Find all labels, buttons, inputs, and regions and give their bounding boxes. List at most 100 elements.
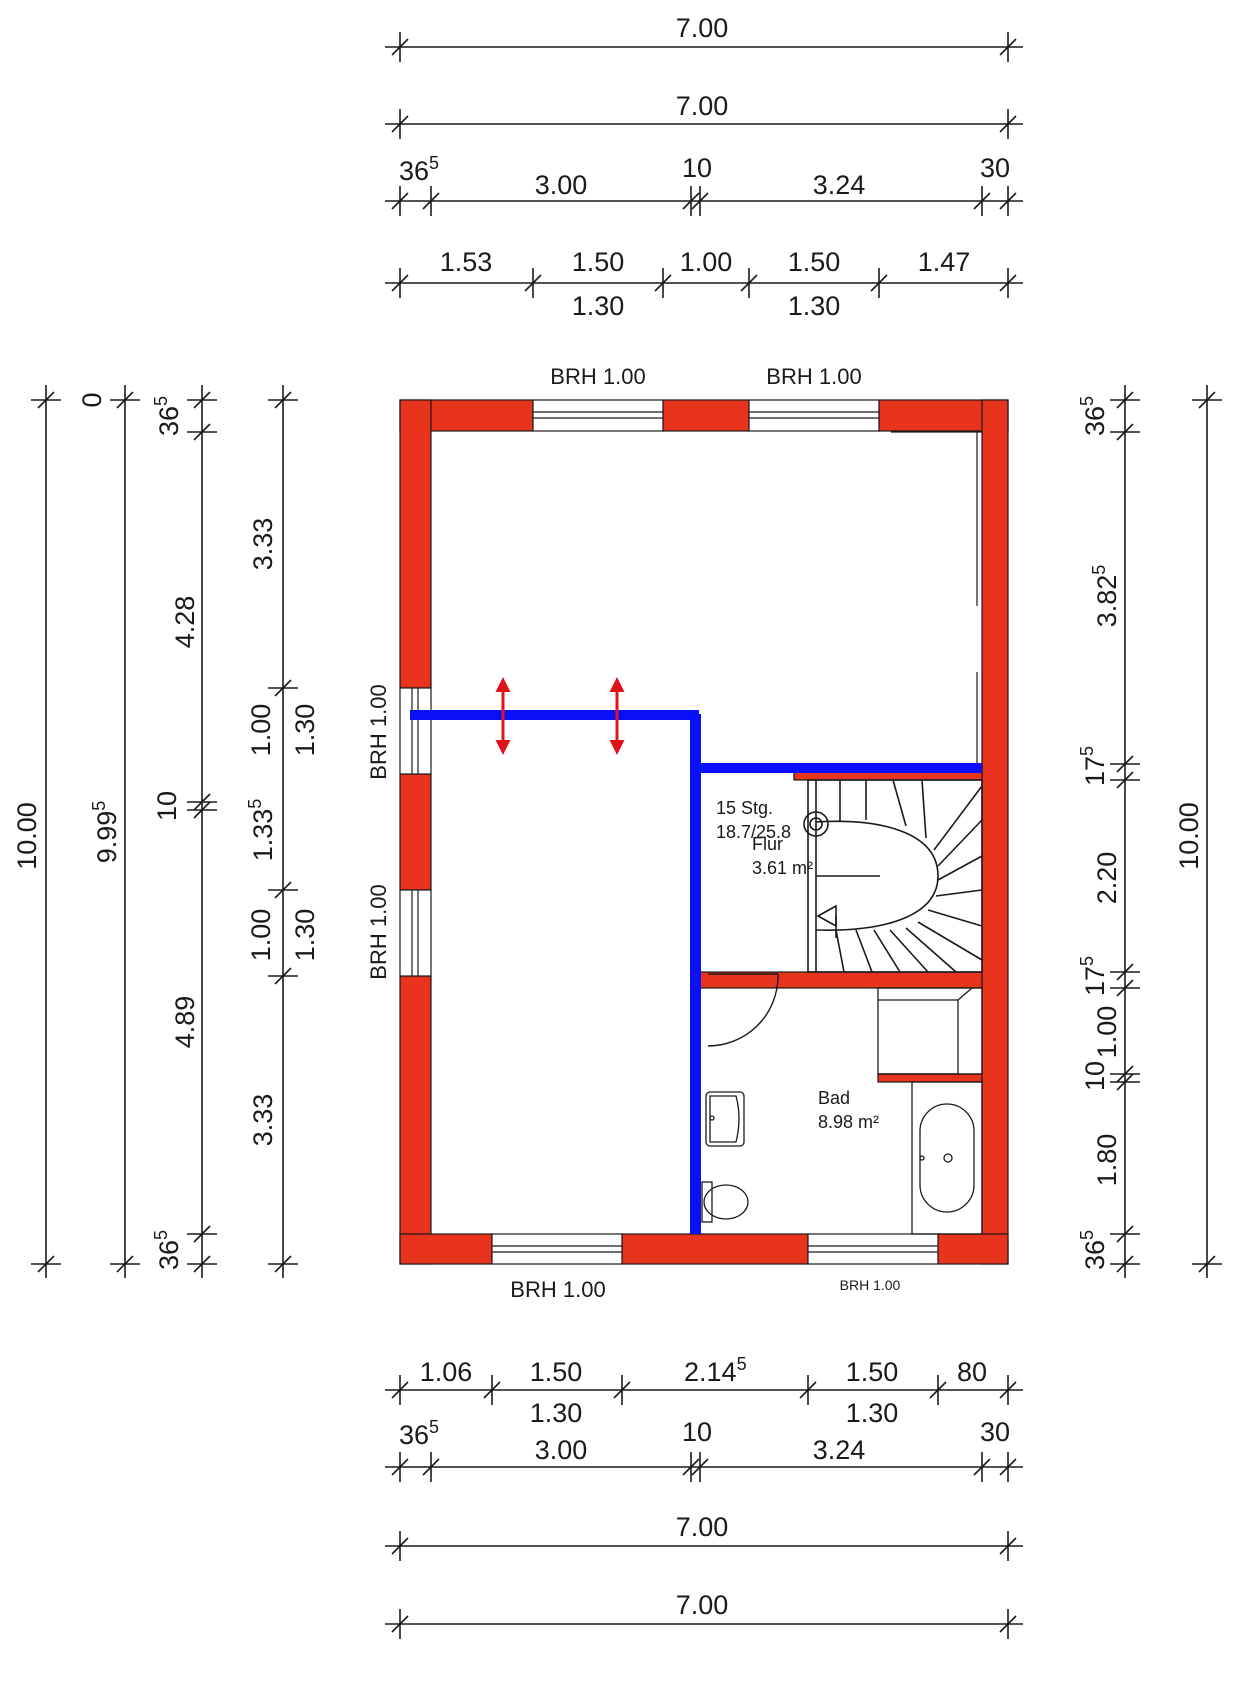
dim-bottom-room-right: 3.24	[813, 1435, 866, 1465]
dim-right-wall-stair-top: 175	[1077, 746, 1110, 786]
dim-right-wall-stair-bottom: 175	[1077, 956, 1110, 996]
dim-right-wall-top: 365	[1077, 396, 1110, 436]
dim-left-seg-1: 3.33	[248, 518, 278, 571]
wall-right	[981, 399, 1009, 1265]
dim-right-total: 10.00	[1174, 802, 1204, 870]
dim-top-seg-1: 1.53	[440, 247, 493, 277]
window-bottom-left	[491, 1233, 623, 1265]
shower-tray	[877, 987, 983, 1075]
dim-left-seg-3: 1.335	[245, 799, 278, 862]
wall-bottom-3	[937, 1233, 1009, 1265]
top-dimension-chains	[385, 32, 1023, 298]
dim-bottom-total-2: 7.00	[676, 1590, 729, 1620]
right-dimension-labels: 365 3.825 175 2.20 175 1.00 10 1.80 365 …	[1077, 396, 1204, 1270]
dim-right-room-top: 3.825	[1089, 565, 1122, 628]
wall-shift-arrows	[495, 677, 625, 755]
stair-steps-label: 15 Stg.	[716, 798, 773, 818]
window-label-top-left: BRH 1.00	[550, 364, 645, 389]
room-area-flur: 3.61 m²	[752, 858, 813, 878]
dim-top-room-left: 3.00	[535, 170, 588, 200]
dim-bottom-window-1-width: 1.50	[530, 1357, 583, 1387]
new-walls	[410, 710, 982, 1234]
dim-left-seg-5: 3.33	[248, 1094, 278, 1147]
left-dimension-labels: 10.00 0 9.995 365 4.28 10 4.89 365 3.33 …	[12, 392, 320, 1270]
dim-bottom-inner-wall: 10	[682, 1417, 712, 1447]
walls	[399, 399, 1009, 1265]
dim-bottom-wall-left: 365	[399, 1417, 439, 1450]
dim-bottom-total-1: 7.00	[676, 1512, 729, 1542]
dim-left-window-1-height: 1.30	[290, 704, 320, 757]
window-left-lower	[399, 889, 432, 977]
dim-left-window-2-height: 1.30	[290, 909, 320, 962]
window-left-upper	[399, 687, 432, 775]
bottom-dimension-labels: 1.06 1.50 1.30 2.145 1.50 1.30 80 365 3.…	[399, 1354, 1010, 1620]
left-dimension-chains	[31, 385, 298, 1278]
dim-left-wall-top: 365	[151, 396, 184, 436]
window-label-bottom-left: BRH 1.00	[510, 1277, 605, 1302]
dim-left-total: 10.00	[12, 802, 42, 870]
window-top-right	[748, 399, 880, 432]
wall-bottom-2	[621, 1233, 809, 1265]
dim-right-stair: 2.20	[1092, 852, 1122, 905]
dim-top-room-right: 3.24	[813, 170, 866, 200]
dim-bottom-seg-5: 80	[957, 1357, 987, 1387]
room-area-bad: 8.98 m²	[818, 1112, 879, 1132]
dim-left-height: 9.995	[89, 801, 122, 864]
dim-top-window-2-height: 1.30	[788, 291, 841, 321]
dim-top-total-2: 7.00	[676, 91, 729, 121]
window-bottom-right	[807, 1233, 939, 1265]
dim-left-wall-bottom: 365	[151, 1230, 184, 1270]
right-dimension-chains	[1110, 385, 1222, 1278]
dim-top-wall-left: 365	[399, 153, 439, 186]
dim-bottom-window-2-height: 1.30	[846, 1398, 899, 1428]
window-label-left-lower: BRH 1.00	[366, 884, 391, 979]
wall-shower	[877, 1073, 983, 1083]
staircase	[803, 779, 983, 973]
dim-top-inner-wall: 10	[682, 153, 712, 183]
dim-right-wall-bottom: 365	[1077, 1230, 1110, 1270]
dim-left-zero: 0	[77, 392, 107, 407]
bathtub	[911, 1081, 983, 1235]
room-name-flur: Flur	[752, 834, 783, 854]
dim-top-wall-right: 30	[980, 153, 1010, 183]
dim-bottom-window-1-height: 1.30	[530, 1398, 583, 1428]
wall-left-3	[399, 975, 432, 1265]
right-interior-lines	[891, 431, 982, 764]
window-labels: BRH 1.00 BRH 1.00 BRH 1.00 BRH 1.00 BRH …	[366, 364, 901, 1302]
dim-right-shower: 1.00	[1092, 1006, 1122, 1059]
dim-left-window-1-width: 1.00	[246, 704, 276, 757]
dim-bottom-window-2-width: 1.50	[846, 1357, 899, 1387]
wall-bottom-1	[399, 1233, 493, 1265]
window-label-top-right: BRH 1.00	[766, 364, 861, 389]
new-wall-vertical	[690, 714, 701, 1234]
window-label-left-upper: BRH 1.00	[366, 684, 391, 779]
dim-top-seg-3: 1.00	[680, 247, 733, 277]
dim-bottom-seg-3: 2.145	[684, 1354, 747, 1387]
dim-top-window-1-width: 1.50	[572, 247, 625, 277]
dim-bottom-seg-1: 1.06	[420, 1357, 473, 1387]
room-labels: 15 Stg. 18.7/25.8 Flur 3.61 m² Bad 8.98 …	[716, 798, 879, 1132]
bathroom-door	[707, 973, 779, 1047]
dim-left-window-2-width: 1.00	[246, 909, 276, 962]
stair-ratio-label: 18.7/25.8	[716, 822, 791, 842]
bottom-dimension-chains	[385, 1375, 1023, 1639]
wall-left-1	[399, 399, 432, 689]
wall-top-2	[662, 399, 750, 432]
dim-right-inner-wall: 10	[1080, 1061, 1110, 1091]
dim-top-total-1: 7.00	[676, 13, 729, 43]
dim-top-window-2-width: 1.50	[788, 247, 841, 277]
top-dimension-labels: 7.00 7.00 365 3.00 10 3.24 30 1.53 1.50 …	[399, 13, 1010, 321]
window-top-left	[532, 399, 664, 432]
dim-left-room-top: 4.28	[170, 596, 200, 649]
dim-bottom-room-left: 3.00	[535, 1435, 588, 1465]
dim-bottom-wall-right: 30	[980, 1417, 1010, 1447]
washbasin	[705, 1091, 745, 1147]
toilet	[701, 1181, 749, 1223]
dim-top-window-1-height: 1.30	[572, 291, 625, 321]
new-wall-horizontal	[410, 710, 699, 720]
dim-left-room-bottom: 4.89	[170, 996, 200, 1049]
windows	[399, 399, 939, 1265]
room-name-bad: Bad	[818, 1088, 850, 1108]
wall-left-2	[399, 773, 432, 891]
